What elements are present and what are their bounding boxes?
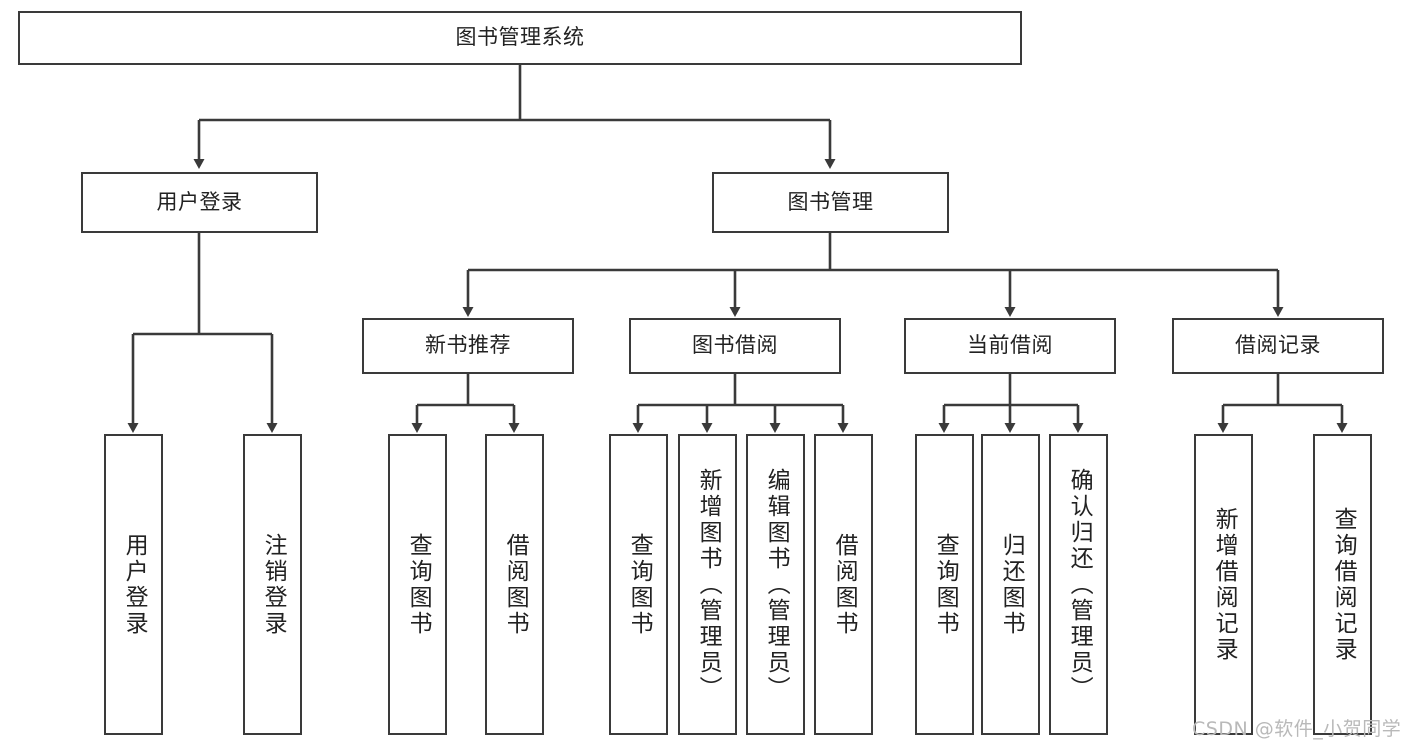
leaf-borrow-book[interactable]: 借阅图书: [814, 434, 873, 735]
node-new-book-recommendation[interactable]: 新书推荐: [362, 318, 574, 374]
watermark: CSDN @软件_小贺同学: [1192, 718, 1402, 740]
node-label: 图书管理系统: [455, 25, 585, 50]
node-label: 当前借阅: [967, 333, 1053, 358]
leaf-borrow-book-newbook[interactable]: 借阅图书: [485, 434, 544, 735]
leaf-add-borrow-record[interactable]: 新增借阅记录: [1194, 434, 1253, 735]
node-root-book-management-system[interactable]: 图书管理系统: [18, 11, 1022, 65]
node-label: 注销登录: [260, 532, 287, 637]
node-label: 查询图书: [626, 532, 653, 637]
node-label: 新书推荐: [425, 333, 511, 358]
node-label: 图书管理: [787, 189, 874, 214]
node-label: 归还图书: [998, 532, 1025, 637]
node-label: 查询图书: [405, 532, 432, 637]
node-book-management[interactable]: 图书管理: [712, 172, 949, 233]
node-label: 图书借阅: [692, 333, 778, 358]
leaf-return-book[interactable]: 归还图书: [981, 434, 1040, 735]
node-label: 用户登录: [121, 532, 148, 637]
node-label: 新增借阅记录: [1211, 506, 1238, 663]
leaf-add-book-admin[interactable]: 新增图书（管理员）: [678, 434, 737, 735]
node-label: 借阅图书: [502, 532, 529, 637]
node-current-borrowing[interactable]: 当前借阅: [904, 318, 1116, 374]
node-user-login[interactable]: 用户登录: [81, 172, 318, 233]
node-label: 确认归还（管理员）: [1066, 467, 1093, 702]
leaf-query-book-newbook[interactable]: 查询图书: [388, 434, 447, 735]
leaf-query-book-borrow[interactable]: 查询图书: [609, 434, 668, 735]
node-label: 编辑图书（管理员）: [763, 467, 790, 702]
node-label: 用户登录: [156, 189, 243, 214]
leaf-query-book-current[interactable]: 查询图书: [915, 434, 974, 735]
node-label: 借阅记录: [1235, 333, 1321, 358]
leaf-logout[interactable]: 注销登录: [243, 434, 302, 735]
leaf-confirm-return-admin[interactable]: 确认归还（管理员）: [1049, 434, 1108, 735]
node-label: 查询图书: [932, 532, 959, 637]
leaf-query-borrow-record[interactable]: 查询借阅记录: [1313, 434, 1372, 735]
node-label: 借阅图书: [831, 532, 858, 637]
node-label: 新增图书（管理员）: [695, 467, 722, 702]
leaf-user-login[interactable]: 用户登录: [104, 434, 163, 735]
node-book-borrowing[interactable]: 图书借阅: [629, 318, 841, 374]
leaf-edit-book-admin[interactable]: 编辑图书（管理员）: [746, 434, 805, 735]
node-borrowing-record[interactable]: 借阅记录: [1172, 318, 1384, 374]
node-label: 查询借阅记录: [1330, 506, 1357, 663]
